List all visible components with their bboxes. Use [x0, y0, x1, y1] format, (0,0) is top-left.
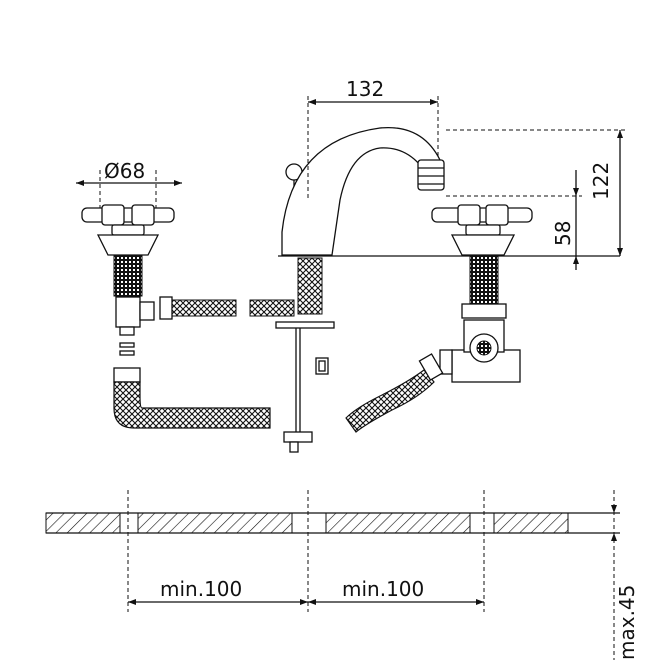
height-handle-label: 58 — [551, 221, 575, 246]
max-thickness-label: max.45 — [615, 585, 639, 660]
right-cross-handle — [431, 204, 533, 256]
right-valve-assembly — [345, 204, 533, 433]
deck-section — [45, 490, 620, 612]
left-valve-assembly — [81, 204, 271, 429]
min-spacing-left-label: min.100 — [160, 577, 242, 601]
height-dimensions: 122 58 — [446, 129, 628, 270]
left-outlet-fitting — [115, 296, 155, 336]
left-cross-handle — [81, 204, 175, 256]
waste-column — [297, 257, 323, 315]
min-spacing-right-label: min.100 — [342, 577, 424, 601]
right-lower-hose — [345, 353, 444, 433]
spacing-dimensions: min.100 min.100 — [128, 577, 484, 605]
right-valve-body — [439, 319, 521, 383]
spout-body — [275, 126, 620, 453]
spout-reach-label: 132 — [346, 77, 384, 101]
center-upper-hose — [249, 299, 295, 317]
left-threaded-shank — [113, 255, 143, 297]
handle-diameter-dimension: Ø68 — [76, 159, 182, 208]
left-upper-hose — [167, 299, 237, 317]
spout-reach-dimension: 132 — [307, 77, 439, 200]
left-lower-hose — [113, 367, 271, 429]
height-total-label: 122 — [589, 162, 613, 200]
thickness-dimension: max.45 — [611, 490, 639, 660]
handle-diameter-label: Ø68 — [104, 159, 145, 183]
right-threaded-shank — [469, 255, 499, 305]
